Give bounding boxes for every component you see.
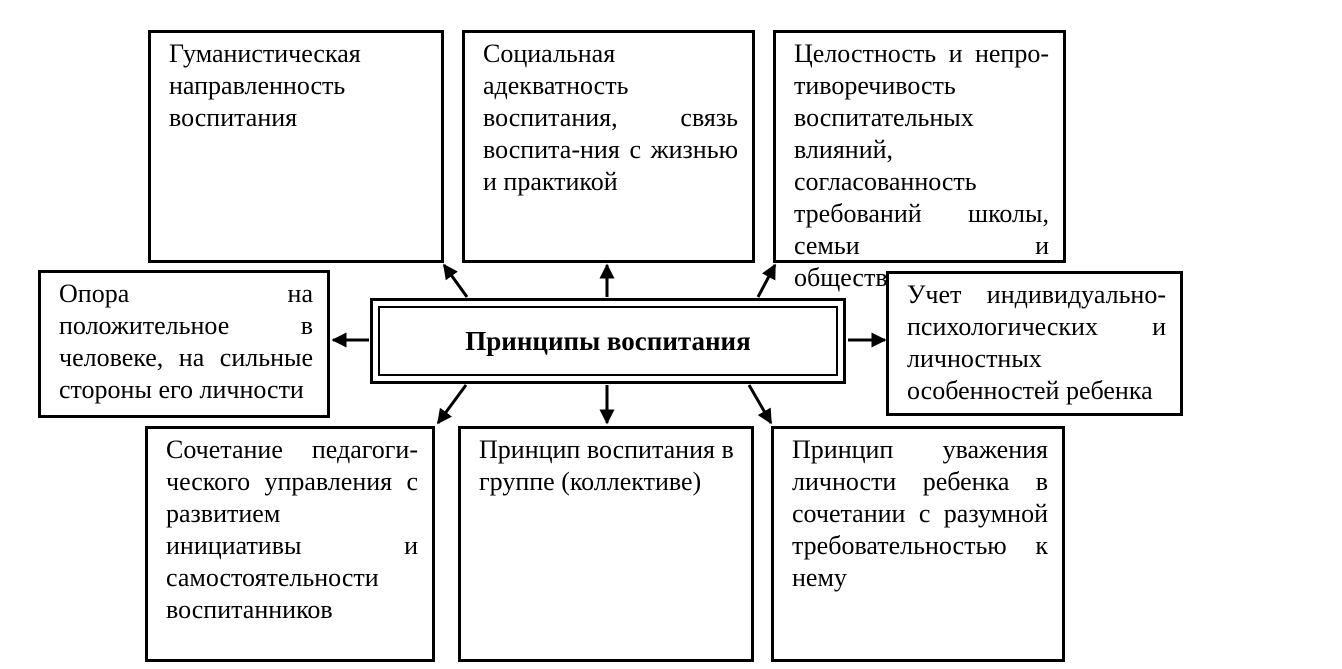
principle-respect-for-personality: Принцип уважения личности ребенка в соче…	[771, 426, 1065, 662]
principle-integrity-consistency: Целостность и непро-тиворечивость воспит…	[773, 30, 1066, 292]
principle-text: Гуманистическая направленность воспитани…	[169, 39, 361, 132]
principle-text: Принцип воспитания в группе (коллективе)	[479, 435, 734, 496]
principle-text: Социальная адекватность воспитания, связ…	[483, 39, 738, 196]
center-node: Принципы воспитания	[370, 298, 846, 384]
arrow-to-top-left	[442, 263, 469, 298]
arrow-to-top-right	[756, 263, 777, 298]
principle-group-education: Принцип воспитания в группе (коллективе)	[458, 426, 754, 662]
principle-text: Опора на положительное в человеке, на си…	[59, 279, 313, 404]
center-title: Принципы воспитания	[378, 306, 838, 376]
arrow-to-bottom-right	[747, 384, 773, 425]
principle-social-adequacy: Социальная адекватность воспитания, связ…	[462, 30, 755, 263]
principle-individual-features: Учет индивидуально-психологических и лич…	[886, 271, 1183, 416]
principle-text: Принцип уважения личности ребенка в соче…	[792, 435, 1048, 592]
principle-text: Учет индивидуально-психологических и лич…	[907, 280, 1166, 405]
principle-pedagogical-management: Сочетание педагоги-ческого управления с …	[145, 426, 435, 662]
principle-reliance-on-positive: Опора на положительное в человеке, на си…	[38, 270, 330, 418]
principle-humanistic-orientation: Гуманистическая направленность воспитани…	[148, 30, 444, 263]
principle-text: Сочетание педагоги-ческого управления с …	[166, 435, 418, 624]
principle-text: Целостность и непро-тиворечивость воспит…	[794, 39, 1049, 292]
arrow-to-bottom-left	[436, 384, 468, 425]
